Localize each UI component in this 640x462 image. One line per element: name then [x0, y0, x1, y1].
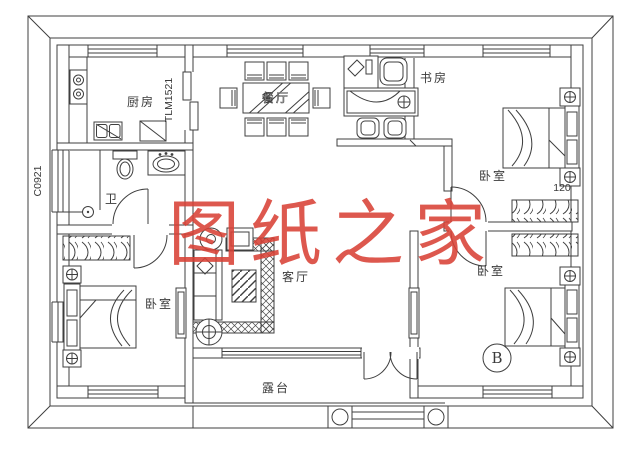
chair-symbol: [383, 117, 407, 139]
plant-symbol: [199, 227, 223, 251]
nightstand-symbol: [559, 167, 581, 187]
window-code-label: C0921: [32, 165, 44, 196]
column-symbol: [327, 405, 353, 429]
door-symbol-bedroom-ne: [450, 186, 487, 223]
nightstand-symbol: [559, 87, 581, 107]
porch-steps: [327, 405, 449, 429]
side-table-symbol: [226, 227, 254, 251]
tv-symbol: [231, 269, 257, 303]
bedroom-sw-furniture: [62, 235, 187, 368]
labels: 厨房 餐厅 书房 卧室 卫 卧室 卧室 客厅 露台 TLM1521 C0921 …: [32, 70, 571, 395]
chair-symbol: [312, 87, 331, 109]
toilet-symbol: [112, 150, 138, 180]
washbasin-symbol: [147, 150, 186, 176]
desk-symbol: [343, 87, 419, 117]
study-furniture: [343, 55, 419, 139]
windows: [51, 44, 553, 399]
round-table-symbol: [195, 318, 223, 346]
room-label-bedroom-se: 卧室: [477, 263, 505, 278]
chair-symbol: [266, 61, 287, 81]
nightstand-symbol: [559, 266, 581, 286]
room-label-bathroom: 卫: [105, 192, 119, 206]
window-symbol: [482, 44, 551, 58]
wardrobe-symbol: [511, 233, 579, 257]
room-label-bedroom-sw: 卧室: [145, 296, 173, 311]
nightstand-symbol: [62, 349, 82, 368]
counter-unit-symbol: [139, 120, 167, 142]
bedroom-se-furniture: B: [408, 233, 581, 373]
nightstand-symbol: [62, 265, 82, 284]
window-symbol: [87, 44, 158, 58]
window-symbol: [226, 44, 304, 58]
chair-symbol: [244, 61, 265, 81]
section-marker-b: B: [482, 343, 512, 373]
stove-symbol: [69, 69, 88, 105]
kitchen-furniture: [68, 56, 167, 144]
chair-symbol: [356, 117, 380, 139]
french-door-symbol: [363, 351, 418, 380]
room-label-dining: 餐厅: [262, 90, 290, 105]
bed-symbol: [63, 283, 137, 351]
room-label-terrace: 露台: [262, 380, 290, 395]
wall-niche-symbol: [175, 287, 187, 339]
side-desk-symbol: [343, 55, 379, 89]
bed-symbol: [504, 283, 580, 349]
sink-symbol: [93, 121, 123, 141]
door-symbol-bedroom-sw: [133, 234, 168, 269]
door-code-label: TLM1521: [163, 78, 175, 123]
bed-symbol: [502, 105, 580, 171]
sliding-door-symbol: [182, 71, 199, 131]
eave-outline: [27, 15, 614, 429]
wardrobe-symbol: [511, 199, 579, 223]
nightstand-symbol: [559, 347, 581, 367]
room-label-kitchen: 厨房: [127, 94, 155, 109]
room-label-living: 客厅: [282, 269, 310, 284]
door-symbol-bathroom: [112, 188, 149, 225]
chair-symbol: [219, 87, 238, 109]
sofa-symbol: [193, 249, 223, 321]
window-symbol: [87, 385, 159, 399]
office-chair-symbol: [379, 57, 408, 86]
dining-furniture: [219, 61, 331, 137]
room-label-bedroom-ne: 卧室: [479, 168, 507, 183]
chair-symbol: [288, 61, 309, 81]
watermark-text: 图纸之家: [168, 192, 496, 276]
living-furniture: [192, 227, 275, 346]
step-lines: [352, 411, 424, 420]
wardrobe-symbol: [62, 235, 131, 261]
window-symbol: [482, 385, 553, 399]
window-symbol: [221, 347, 362, 359]
dining-table-symbol: [242, 82, 310, 114]
bathroom-fixtures: [69, 150, 186, 218]
marker-b-text: B: [491, 349, 502, 367]
bedroom-ne-furniture: [502, 87, 581, 223]
chair-symbol: [266, 117, 287, 137]
window-symbol: [369, 44, 425, 58]
door-symbol-bedroom-se: [450, 230, 487, 267]
room-label-study: 书房: [420, 70, 448, 85]
feature-wall-band: [192, 321, 275, 334]
window-symbol: [51, 149, 70, 213]
shower-symbol: [69, 206, 94, 218]
column-symbol: [423, 405, 449, 429]
wall-niche-symbol: [408, 287, 420, 339]
chair-symbol: [244, 117, 265, 137]
chair-symbol: [288, 117, 309, 137]
dimension-label: 120: [553, 182, 571, 194]
doors: [112, 71, 487, 380]
